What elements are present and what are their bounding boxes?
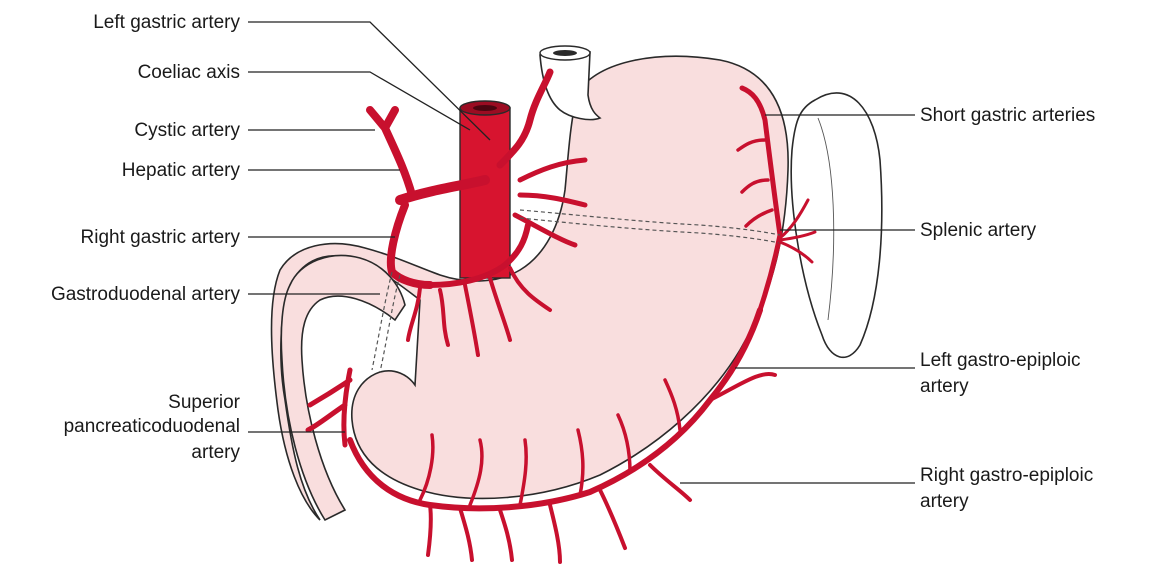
leader-left-gastric [248, 22, 490, 140]
label-splenic-artery: Splenic artery [920, 220, 1037, 241]
label-left-gastro-epiploic-line1: Left gastro-epiploic [920, 350, 1081, 371]
spleen [791, 93, 882, 357]
label-cystic-artery: Cystic artery [134, 120, 240, 141]
label-superior-pancreaticoduodenal-line3: artery [191, 442, 240, 463]
label-left-gastric-artery: Left gastric artery [93, 12, 240, 33]
label-right-gastro-epiploic-line2: artery [920, 491, 969, 512]
label-coeliac-axis: Coeliac axis [138, 62, 240, 83]
label-hepatic-artery: Hepatic artery [122, 160, 241, 181]
label-right-gastro-epiploic-line1: Right gastro-epiploic [920, 465, 1093, 486]
aorta [460, 108, 510, 278]
label-superior-pancreaticoduodenal-line2: pancreaticoduodenal [64, 416, 240, 437]
leader-coeliac-axis [248, 72, 470, 130]
label-short-gastric-arteries: Short gastric arteries [920, 105, 1095, 126]
label-gastroduodenal-artery: Gastroduodenal artery [51, 284, 241, 305]
label-superior-pancreaticoduodenal-line1: Superior [168, 392, 240, 413]
label-left-gastro-epiploic-line2: artery [920, 376, 969, 397]
label-right-gastric-artery: Right gastric artery [81, 227, 241, 248]
